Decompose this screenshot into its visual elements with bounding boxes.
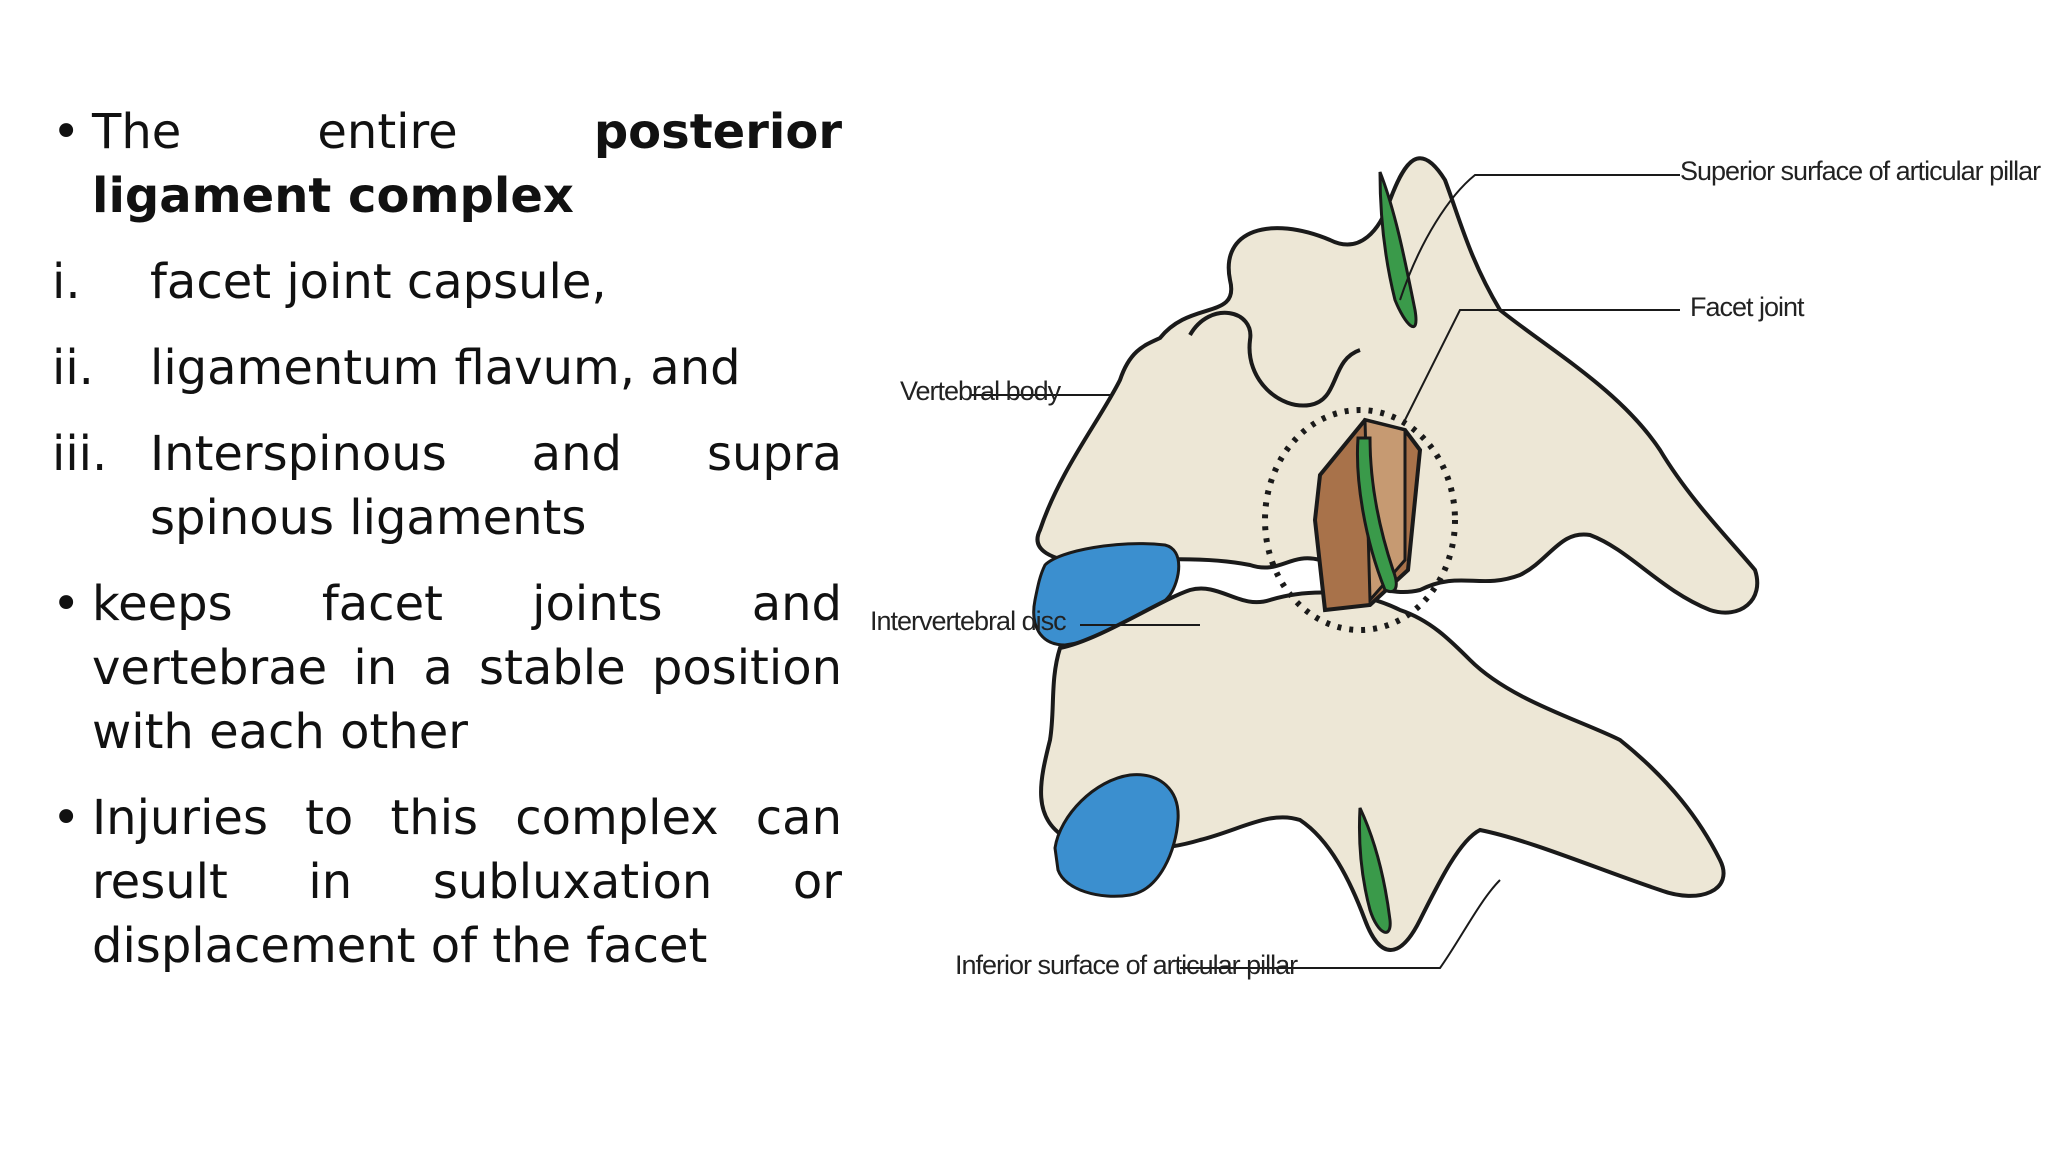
roman-marker: iii.	[52, 426, 108, 482]
label-vertebral: Vertebral body	[900, 376, 1061, 406]
roman-item: ii. ligamentum flavum, and	[52, 336, 842, 400]
bullet-text: keeps facet joints and vertebrae in a st…	[92, 576, 842, 760]
facet-joint-circle	[1262, 407, 1458, 633]
label-superior: Superior surface of articular pillar	[1680, 156, 2041, 186]
roman-item: i. facet joint capsule,	[52, 250, 842, 314]
leader-inferior	[1180, 879, 1501, 969]
roman-marker: ii.	[52, 340, 94, 396]
roman-text: ligamentum flavum, and	[150, 340, 741, 396]
superior-ligament	[1378, 171, 1418, 328]
facet-joint-cartilage	[1356, 436, 1398, 594]
leader-superior	[1399, 174, 1680, 301]
inferior-ligament	[1357, 807, 1392, 934]
leader-facet	[1404, 309, 1680, 421]
label-disc: Intervertebral disc	[870, 606, 1067, 636]
label-facet: Facet joint	[1690, 292, 1805, 322]
bullet-text: The entire	[92, 104, 594, 160]
vertebra-diagram: Superior surface of articular pillar Fac…	[860, 120, 2048, 1030]
slide-text: • The entire posterior ligament complex …	[52, 100, 842, 978]
bullet-item: • The entire posterior ligament complex	[52, 100, 842, 228]
bullet-marker: •	[52, 104, 81, 160]
bullet-marker: •	[52, 790, 81, 846]
bullet-text: Injuries to this complex can result in s…	[92, 790, 842, 974]
bullet-item: • keeps facet joints and vertebrae in a …	[52, 572, 842, 764]
vertebra-illustration	[970, 156, 1760, 969]
roman-text: Interspinous and supra spinous ligaments	[150, 426, 842, 546]
bullet-item: • Injuries to this complex can result in…	[52, 786, 842, 978]
bullet-marker: •	[52, 576, 81, 632]
roman-item: iii. Interspinous and supra spinous liga…	[52, 422, 842, 550]
roman-text: facet joint capsule,	[150, 254, 607, 310]
upper-notch	[1188, 310, 1361, 408]
lower-disc	[1053, 773, 1180, 898]
roman-marker: i.	[52, 254, 81, 310]
label-inferior: Inferior surface of articular pillar	[955, 950, 1298, 980]
bullet-bold-text: posterior ligament complex	[92, 104, 842, 224]
